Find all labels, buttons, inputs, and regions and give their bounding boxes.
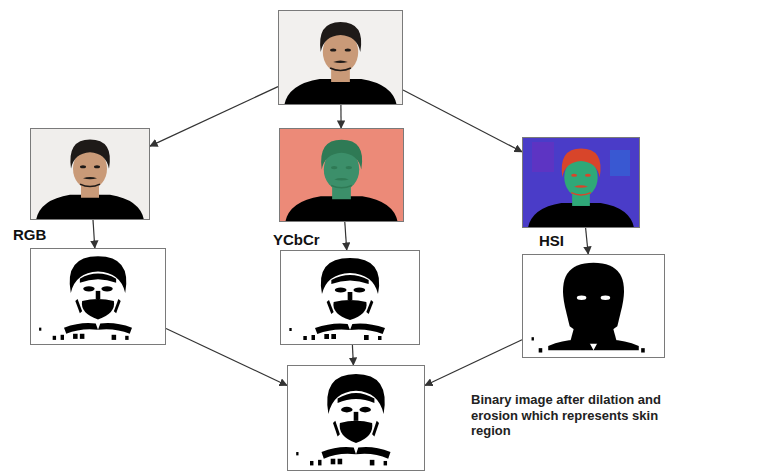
flow-arrow <box>340 105 341 128</box>
hsi-binary-image <box>522 254 665 358</box>
color-space-label: YCbCr <box>273 231 320 249</box>
flow-arrow <box>150 87 278 147</box>
rgb-binary-image <box>30 248 166 345</box>
result-binary-image: Binary image after dilation and erosion … <box>287 365 425 471</box>
flow-arrow <box>586 228 589 254</box>
source-photo <box>278 10 403 105</box>
flow-arrow <box>425 340 522 386</box>
flow-arrow <box>93 220 95 248</box>
flow-arrow <box>166 329 287 386</box>
rgb-photo: RGB <box>30 128 150 220</box>
result-caption: Binary image after dilation and erosion … <box>471 392 686 439</box>
flow-arrow <box>352 345 353 365</box>
color-space-label: HSI <box>539 232 564 250</box>
flow-arrow <box>345 222 347 250</box>
color-space-label: RGB <box>13 226 46 244</box>
ycbcr-binary-image <box>280 250 420 345</box>
flow-arrow <box>403 90 522 152</box>
ycbcr-photo: YCbCr <box>279 128 404 222</box>
hsi-photo: HSI <box>522 137 640 228</box>
